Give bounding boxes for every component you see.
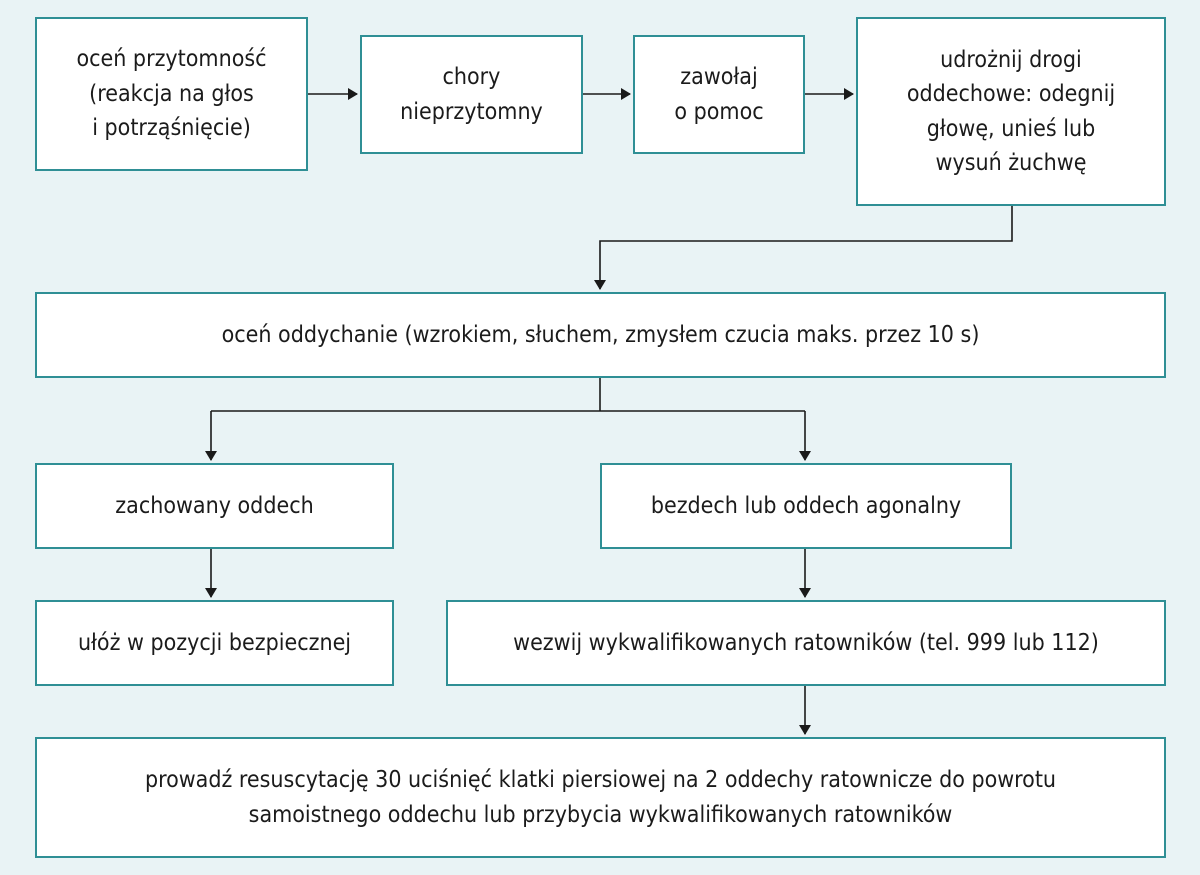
step-cpr: prowadź resuscytację 30 uciśnięć klatki …: [35, 737, 1166, 858]
step-assess-consciousness: oceń przytomność (reakcja na głos i potr…: [35, 17, 308, 171]
step-call-for-help: zawołaj o pomoc: [633, 35, 805, 154]
step-assess-consciousness-text: oceń przytomność (reakcja na głos i potr…: [76, 46, 267, 142]
step-open-airway-text: udrożnij drogi oddechowe: odegnij głowę,…: [906, 46, 1116, 177]
step-breathing-present-text: zachowany oddech: [115, 492, 314, 519]
step-unconscious: chory nieprzytomny: [360, 35, 583, 154]
step-assess-breathing: oceń oddychanie (wzrokiem, słuchem, zmys…: [35, 292, 1166, 378]
step-assess-breathing-text: oceń oddychanie (wzrokiem, słuchem, zmys…: [221, 321, 980, 348]
step-unconscious-text: chory nieprzytomny: [400, 64, 543, 125]
step-call-for-help-text: zawołaj o pomoc: [674, 64, 764, 125]
step-recovery-position-text: ułóż w pozycji bezpiecznej: [77, 629, 352, 656]
step-no-breathing: bezdech lub oddech agonalny: [600, 463, 1012, 549]
arrow-airway-to-breathing: [594, 206, 1013, 290]
step-recovery-position: ułóż w pozycji bezpiecznej: [35, 600, 394, 686]
step-call-rescuers: wezwij wykwalifikowanych ratowników (tel…: [446, 600, 1166, 686]
step-cpr-text: prowadź resuscytację 30 uciśnięć klatki …: [144, 767, 1057, 828]
step-no-breathing-text: bezdech lub oddech agonalny: [650, 492, 962, 519]
step-call-rescuers-text: wezwij wykwalifikowanych ratowników (tel…: [513, 629, 1099, 656]
step-breathing-present: zachowany oddech: [35, 463, 394, 549]
step-open-airway: udrożnij drogi oddechowe: odegnij głowę,…: [856, 17, 1166, 206]
